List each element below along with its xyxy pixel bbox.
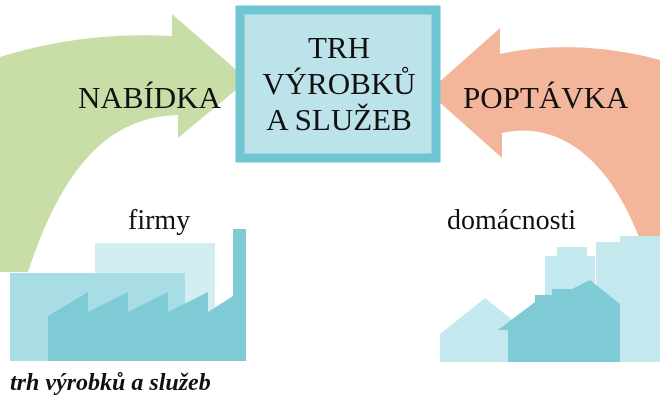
market-box-line: A SLUŽEB — [266, 102, 412, 137]
diagram-caption: trh výrobků a služeb — [10, 370, 211, 396]
supply-label: NABÍDKA — [78, 80, 221, 115]
demand-arrow — [428, 28, 660, 240]
firms-label: firmy — [128, 205, 191, 236]
factory-illustration — [10, 229, 246, 361]
market-box-line: VÝROBKŮ — [262, 66, 416, 101]
supply-arrow — [0, 14, 248, 272]
market-box — [235, 5, 441, 163]
demand-label: POPTÁVKA — [463, 80, 629, 115]
market-box-line: TRH — [308, 30, 370, 65]
houses-illustration — [440, 236, 660, 362]
market-box-title: TRH VÝROBKŮ A SLUŽEB — [250, 30, 428, 138]
households-label: domácnosti — [447, 205, 577, 236]
